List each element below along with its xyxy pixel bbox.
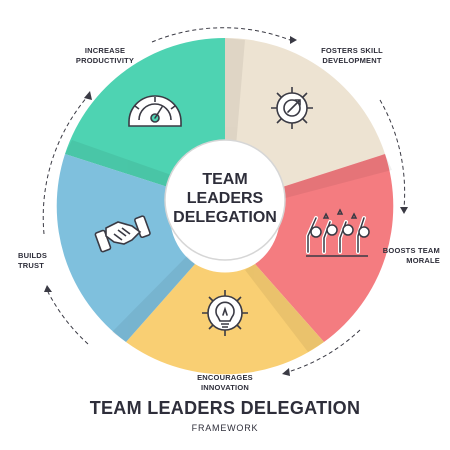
center-circle [164,139,286,261]
handshake-icon [94,215,151,253]
label-innovation-line-2: INNOVATION [201,383,249,392]
footer-subtitle: FRAMEWORK [191,423,259,433]
label-morale-line-2: MORALE [406,256,440,265]
arrow-right [379,99,406,209]
arrow-bottom-left [47,291,89,345]
arrow-head-right [400,207,408,214]
arrow-bottom [287,329,361,373]
center-line-2: LEADERS [186,189,264,207]
label-productivity: INCREASE PRODUCTIVITY [62,46,148,66]
segment-shading [65,38,392,352]
center-line-3: DELEGATION [173,208,277,226]
label-innovation: ENCOURAGES INNOVATION [180,373,270,393]
lightbulb-gear-icon [202,290,248,336]
arrow-heads [44,36,408,376]
label-skill-line-1: FOSTERS SKILL [321,46,383,55]
team-celebration-icon [306,208,370,257]
arrow-head-bottom-left [44,285,52,292]
gear-arrow-icon [271,87,313,129]
arrow-head-left [84,91,92,100]
label-skill-line-2: DEVELOPMENT [322,56,382,65]
label-trust: BUILDS TRUST [18,251,58,271]
arrow-left [42,95,89,235]
center-title: TEAM LEADERS DELEGATION [165,160,285,236]
label-trust-line-2: TRUST [18,261,44,270]
arrow-head-top [290,36,297,44]
label-innovation-line-1: ENCOURAGES [197,373,253,382]
arrow-top [151,27,291,43]
center-line-1: TEAM [202,170,248,188]
cycle-arrows [42,27,406,373]
label-productivity-line-2: PRODUCTIVITY [75,56,135,65]
speedometer-icon [128,95,182,127]
segment-trust[interactable] [56,154,195,342]
label-team-morale: BOOSTS TEAM MORALE [370,246,440,266]
label-morale-line-1: BOOSTS TEAM [382,246,440,255]
label-productivity-line-1: INCREASE [84,46,126,55]
label-trust-line-1: BUILDS [18,251,48,260]
arrow-head-bottom [282,368,290,376]
footer-title: TEAM LEADERS DELEGATION [89,398,361,418]
label-skill-development: FOSTERS SKILL DEVELOPMENT [306,46,398,66]
